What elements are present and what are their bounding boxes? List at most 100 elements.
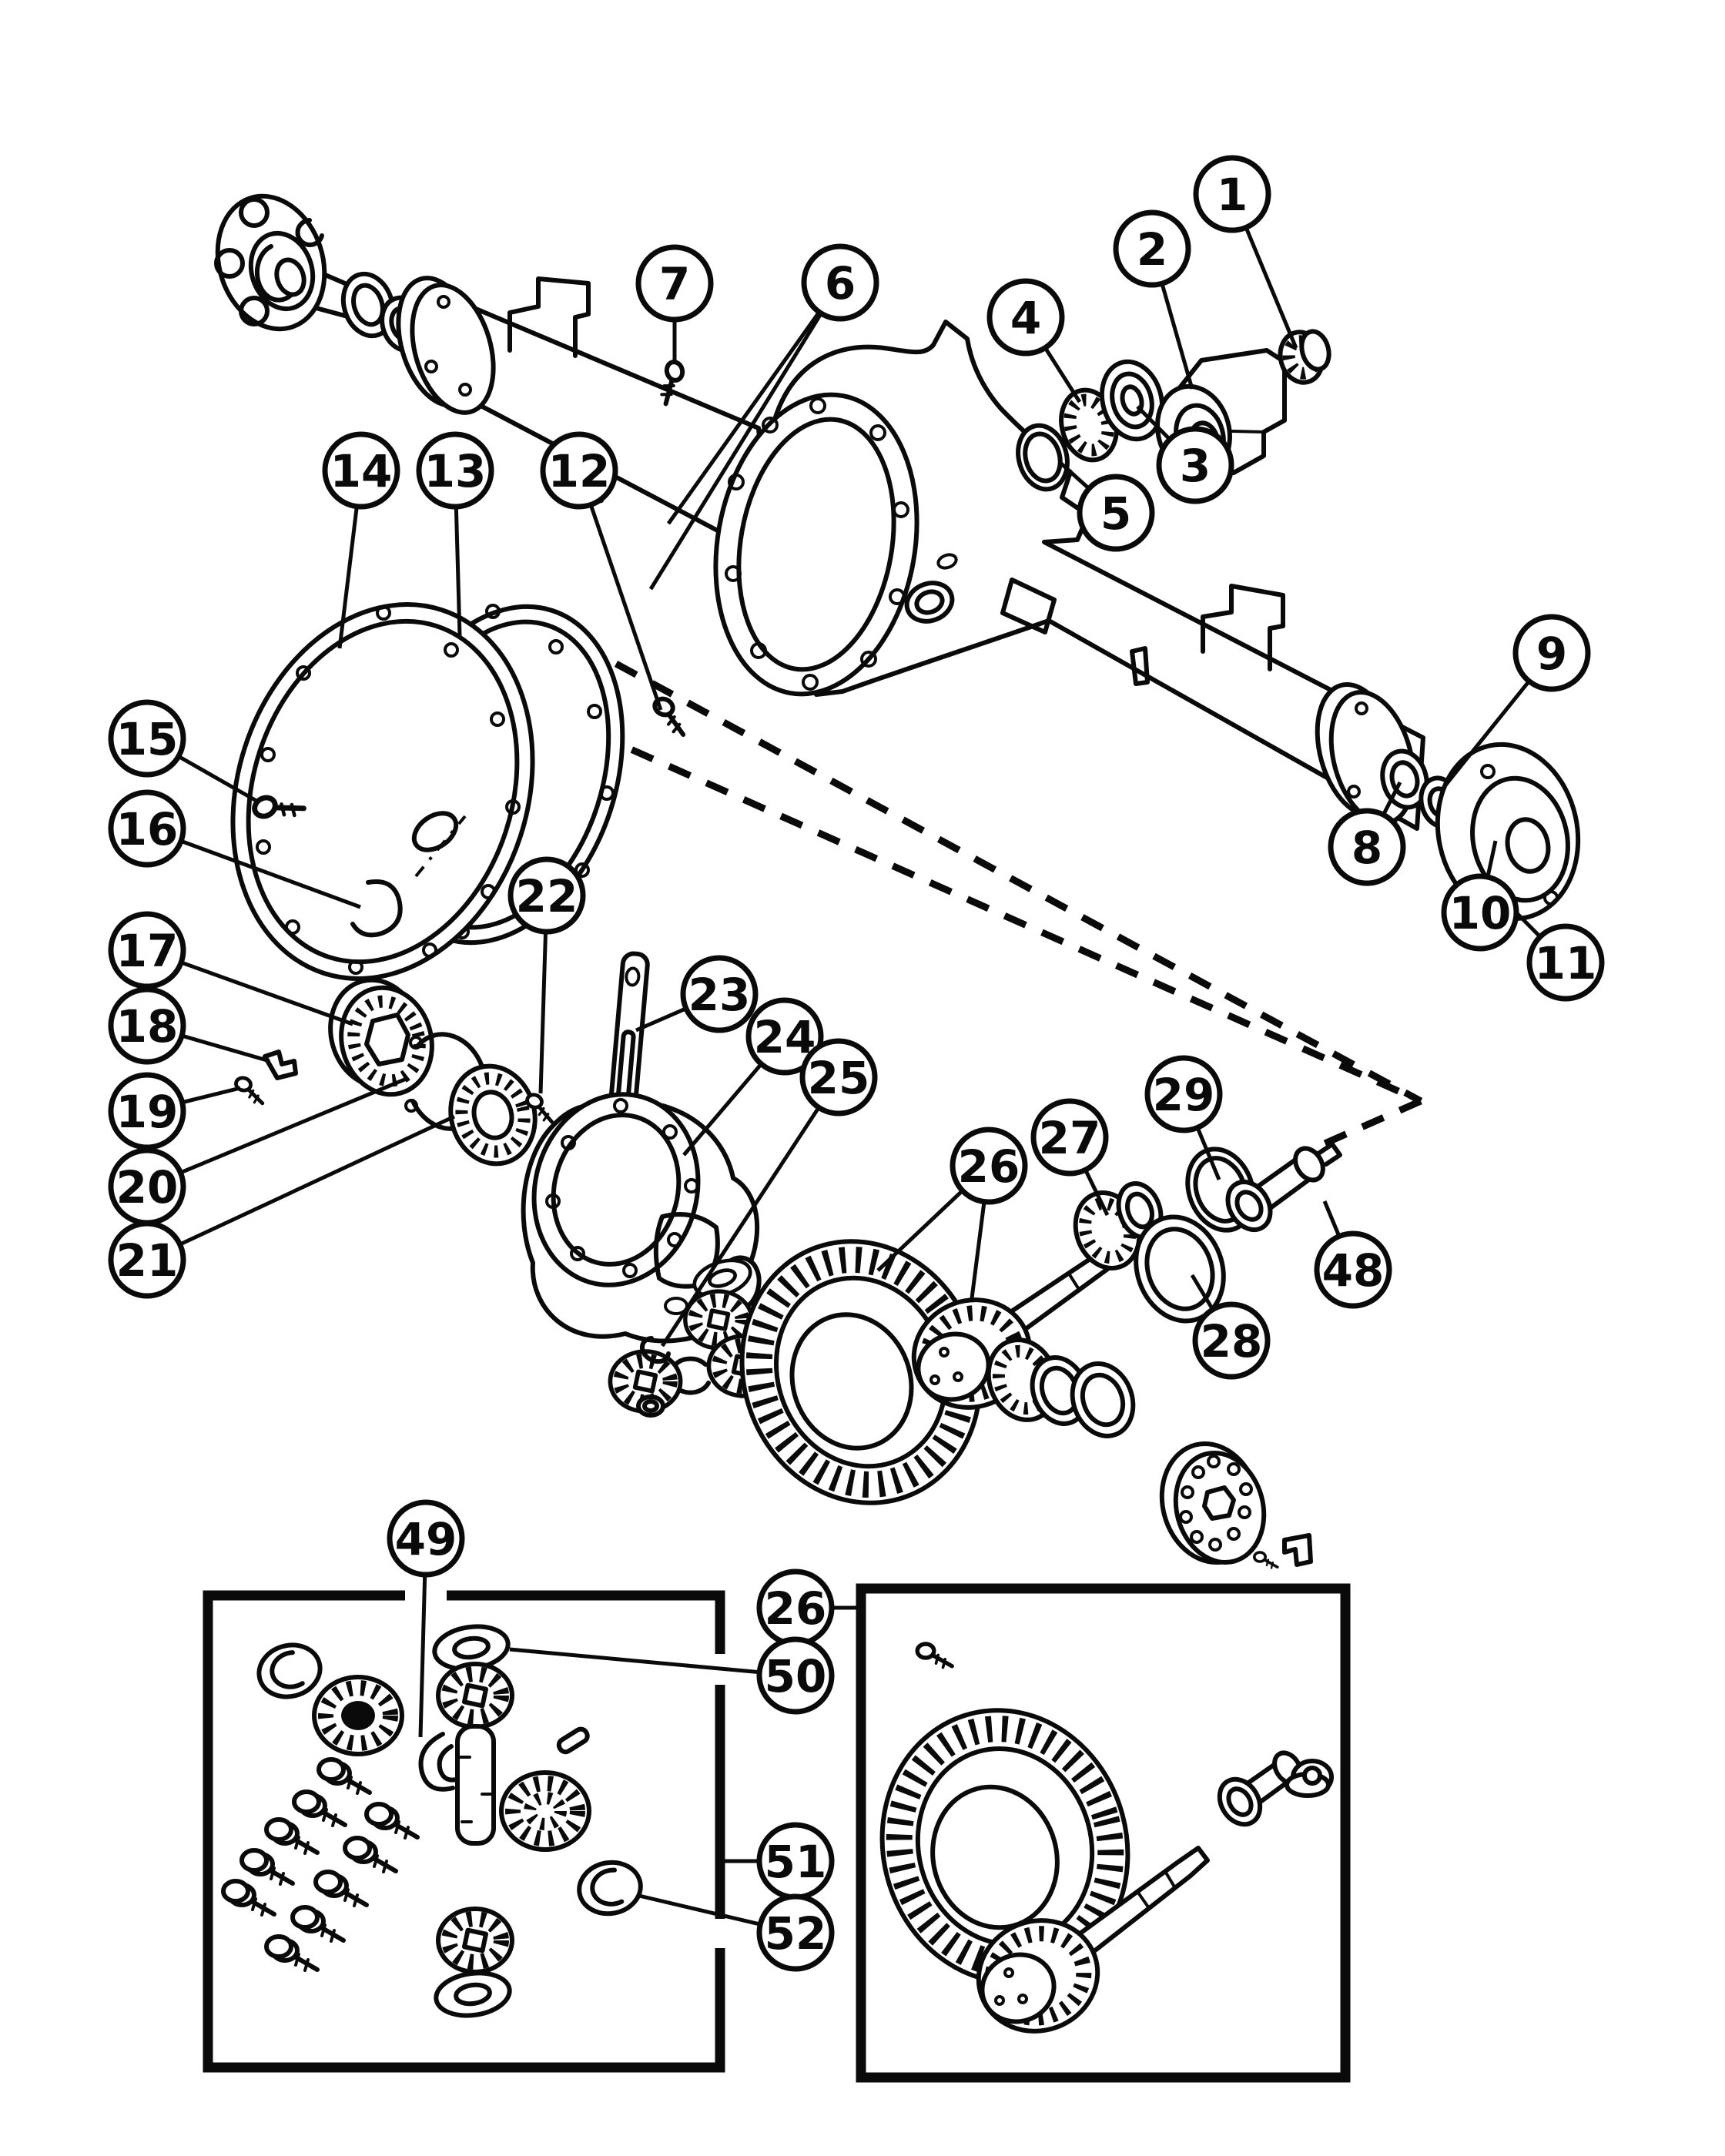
callout-circle xyxy=(108,986,186,1065)
side-bearing xyxy=(328,977,434,1097)
callout-circle xyxy=(680,955,759,1033)
callout-number: 21 xyxy=(116,1234,179,1287)
callout-circle xyxy=(1192,1301,1271,1380)
bearing-retainer-ring xyxy=(1134,1214,1226,1324)
callout-number: 4 xyxy=(1010,292,1041,344)
callout-number: 18 xyxy=(116,1000,179,1053)
callout-circle xyxy=(1314,1230,1392,1309)
callout-circle xyxy=(416,431,494,510)
callout-circle xyxy=(950,1127,1028,1205)
right-tube-notch xyxy=(1000,578,1057,634)
callout-circle xyxy=(745,997,824,1076)
callout-circle xyxy=(387,1499,465,1578)
callout-25: 25 xyxy=(799,1038,878,1116)
callout-29: 29 xyxy=(1144,1055,1223,1133)
callout-circle xyxy=(986,278,1065,357)
callout-number: 5 xyxy=(1100,487,1131,540)
callout-leader-6 xyxy=(666,281,842,525)
right-spring-perch-bracket xyxy=(1201,584,1285,671)
callout-circle xyxy=(799,1038,878,1116)
pinion-nut-boxed xyxy=(1285,1759,1334,1798)
callout-number: 10 xyxy=(1449,887,1512,939)
callout-circle xyxy=(1113,209,1191,288)
callout-19: 19 xyxy=(108,1072,186,1150)
callout-18: 18 xyxy=(108,986,186,1065)
pinion-sleeve-boxed xyxy=(1217,1750,1303,1827)
axle-c-clip xyxy=(418,1732,461,1792)
callout-28: 28 xyxy=(1192,1301,1271,1380)
callout-21: 21 xyxy=(108,1220,186,1299)
callout-number: 11 xyxy=(1535,937,1597,989)
callout-circle xyxy=(108,1220,186,1299)
callout-circle xyxy=(108,789,186,868)
pinion-pilot-bearing xyxy=(1073,1181,1164,1270)
callout-circle xyxy=(635,244,714,323)
callout-10: 10 xyxy=(1441,873,1519,952)
side-gear-left xyxy=(314,1677,402,1754)
pinion-spacer-sleeve xyxy=(1225,1142,1342,1232)
callout-circle xyxy=(1328,808,1406,886)
callout-circle xyxy=(1441,873,1519,952)
callout-number: 8 xyxy=(1352,822,1382,874)
dashed-line xyxy=(593,729,1422,1105)
differential-cover xyxy=(230,602,535,981)
callout-number: 2 xyxy=(1137,223,1167,276)
callout-leader-20 xyxy=(146,1076,409,1189)
retainer-clip xyxy=(350,879,403,938)
right-tube-tab xyxy=(1130,646,1150,686)
callout-leader-12 xyxy=(577,470,663,711)
callout-circle xyxy=(108,699,186,778)
differential-case-kit-box xyxy=(203,1590,725,2073)
callout-number: 51 xyxy=(765,1836,827,1888)
differential-case-kit xyxy=(223,1622,645,2020)
pinion-shaft-clip xyxy=(640,1336,671,1364)
callout-circle xyxy=(322,431,400,510)
callout-number: 25 xyxy=(808,1052,870,1104)
detail-boxes xyxy=(203,1583,1351,2083)
callout-number: 15 xyxy=(116,713,179,765)
callout-number: 23 xyxy=(688,969,751,1021)
drive-pinion-boxed xyxy=(976,1846,1210,2034)
callout-49: 49 xyxy=(387,1499,465,1578)
callout-circle xyxy=(1077,474,1155,552)
callout-13: 13 xyxy=(416,431,494,510)
callout-48: 48 xyxy=(1314,1230,1392,1309)
callout-8: 8 xyxy=(1328,808,1406,886)
ring-gear-bolts xyxy=(223,1759,417,1970)
callout-leader-21 xyxy=(146,1114,456,1262)
callout-7: 7 xyxy=(635,244,714,323)
callout-1: 1 xyxy=(1193,155,1271,233)
callout-9: 9 xyxy=(1512,614,1591,692)
callout-circle xyxy=(1144,1055,1223,1133)
callout-52: 52 xyxy=(756,1893,835,1972)
ring-and-pinion-set xyxy=(879,1644,1334,2034)
dashed-line xyxy=(1302,1097,1422,1157)
callout-circle xyxy=(507,856,586,935)
callout-number: 16 xyxy=(116,803,179,855)
callout-26: 26 xyxy=(950,1127,1028,1205)
callout-number: 28 xyxy=(1201,1315,1263,1368)
callout-number: 19 xyxy=(116,1086,179,1138)
callout-leader-25 xyxy=(660,1076,841,1348)
callout-16: 16 xyxy=(108,789,186,868)
callout-number: 7 xyxy=(659,258,690,310)
callout-number: 22 xyxy=(516,870,578,922)
callout-number: 12 xyxy=(548,445,611,497)
callout-number: 6 xyxy=(825,257,856,310)
callout-number: 26 xyxy=(958,1140,1020,1193)
callout-circle xyxy=(1030,1098,1109,1177)
callout-number: 17 xyxy=(116,925,179,977)
install-path-dashed-lines xyxy=(593,661,1423,1157)
roll-pin xyxy=(556,1726,590,1755)
pinion-rear-bearing-set xyxy=(986,1337,1136,1438)
diagram-art xyxy=(214,193,1581,2034)
side-bearing-cup xyxy=(448,1063,538,1167)
callout-circle xyxy=(801,243,879,322)
callout-6: 6 xyxy=(801,243,879,322)
callout-number: 48 xyxy=(1322,1244,1385,1297)
callout-number: 29 xyxy=(1153,1069,1215,1121)
callout-4: 4 xyxy=(986,278,1065,357)
border-gap xyxy=(710,1919,730,1948)
callout-26: 26 xyxy=(756,1568,835,1647)
callout-number: 24 xyxy=(754,1011,816,1063)
